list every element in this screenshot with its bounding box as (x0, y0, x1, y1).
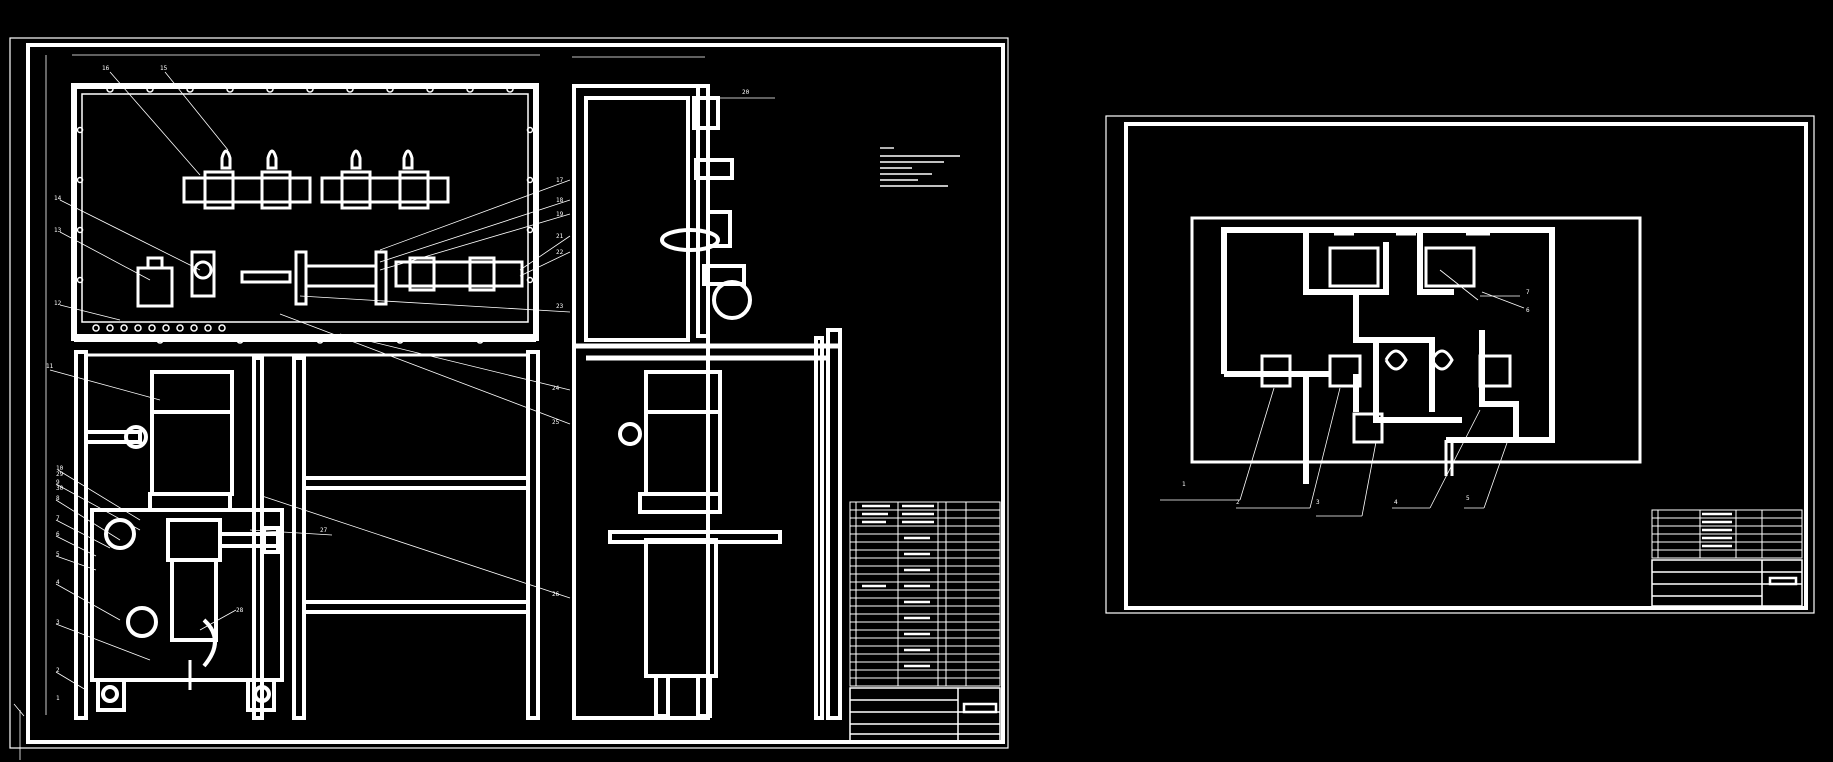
part-number-labels: 16 15 14 13 12 11 10 9 8 7 6 5 4 3 2 1 1… (46, 65, 750, 702)
part-label: 7 (56, 515, 60, 522)
left-title-block (849, 687, 1001, 743)
part-label: 21 (556, 233, 564, 240)
part-label: 9 (56, 479, 60, 486)
part-label: 15 (160, 65, 168, 72)
front-view-lower-frame (74, 350, 540, 720)
part-label: 28 (236, 607, 244, 614)
schematic-components (1260, 232, 1512, 476)
cabinet-valves (136, 149, 524, 308)
part-label: 20 (742, 89, 750, 96)
callout-label: 2 (1236, 499, 1240, 506)
right-drawing-sheet: 1 2 3 4 5 6 7 (1105, 115, 1815, 614)
part-label: 16 (102, 65, 110, 72)
part-label: 1 (56, 695, 60, 702)
part-label: 6 (56, 531, 60, 538)
part-leader-lines (49, 71, 775, 691)
right-parts-list (1651, 509, 1803, 559)
part-label: 14 (54, 195, 62, 202)
part-label: 25 (552, 419, 560, 426)
callout-label: 5 (1466, 495, 1470, 502)
front-view-upper-cabinet (71, 83, 539, 344)
technical-notes-block (880, 147, 960, 187)
right-title-block (1651, 559, 1803, 607)
front-view-pump-tank (84, 370, 284, 712)
part-label: 30 (56, 485, 64, 492)
left-drawing-sheet: 16 15 14 13 12 11 10 9 8 7 6 5 4 3 2 1 1… (9, 37, 1009, 749)
parts-list-table (849, 501, 1001, 687)
part-label: 22 (556, 249, 564, 256)
sheet-corner-marks (13, 703, 25, 760)
part-label: 17 (556, 177, 564, 184)
schematic-frame (1190, 216, 1642, 464)
callout-label: 1 (1182, 481, 1186, 488)
part-label: 3 (56, 619, 60, 626)
part-label: 13 (54, 227, 62, 234)
right-sheet-outer-border (1105, 115, 1815, 614)
callout-label: 4 (1394, 499, 1398, 506)
part-label: 8 (56, 495, 60, 502)
part-label: 10 (56, 465, 64, 472)
top-rail-bolts (106, 85, 514, 93)
part-label: 23 (556, 303, 564, 310)
right-sheet-inner-border (1124, 122, 1808, 610)
hydraulic-schematic (1221, 227, 1555, 484)
bottom-rail-bolts (92, 324, 484, 344)
part-label: 19 (556, 211, 564, 218)
part-label: 18 (556, 197, 564, 204)
callout-label: 3 (1316, 499, 1320, 506)
schematic-callout-labels: 1 2 3 4 5 6 7 (1182, 289, 1530, 506)
schematic-leader-lines (1160, 269, 1525, 517)
part-label: 4 (56, 579, 60, 586)
part-label: 12 (54, 300, 62, 307)
callout-label: 6 (1526, 307, 1530, 314)
part-label: 24 (552, 385, 560, 392)
left-sheet-inner-border (26, 43, 1005, 744)
part-label: 26 (552, 591, 560, 598)
part-label: 29 (56, 471, 64, 478)
part-label: 27 (320, 527, 328, 534)
part-label: 5 (56, 551, 60, 558)
part-label: 2 (56, 667, 60, 674)
side-view (572, 84, 842, 720)
part-label: 11 (46, 363, 54, 370)
left-sheet-outer-border (9, 37, 1009, 749)
callout-label: 7 (1526, 289, 1530, 296)
